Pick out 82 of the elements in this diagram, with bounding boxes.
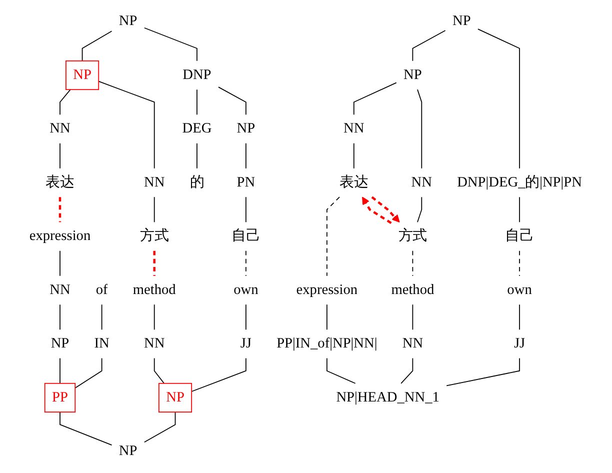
- connector: [246, 250, 247, 276]
- node-text: DNP|DEG_的|NP|PN: [457, 174, 582, 190]
- node-text: 方式: [140, 228, 170, 244]
- node-text: PP|IN_of|NP|NN|: [276, 336, 378, 352]
- connector: [326, 196, 340, 276]
- node-text: own: [234, 282, 259, 298]
- connector: [191, 358, 247, 392]
- node-text: PN: [237, 174, 256, 190]
- node-text: 表达: [340, 174, 369, 190]
- connector: [519, 196, 520, 223]
- node-text: own: [508, 282, 532, 298]
- connector: [478, 28, 520, 169]
- connector: [144, 412, 176, 443]
- node-text: NN: [50, 282, 71, 298]
- node-text: DEG: [182, 120, 212, 136]
- node-text: 自己: [506, 228, 534, 244]
- connector: [412, 30, 446, 62]
- arrow: [362, 196, 392, 224]
- connector: [196, 89, 198, 116]
- connector: [60, 304, 61, 330]
- connector: [326, 304, 328, 330]
- connector: [75, 358, 103, 388]
- connector: [354, 142, 355, 169]
- connector: [519, 304, 520, 330]
- node-text: method: [133, 282, 176, 298]
- connector: [60, 89, 72, 116]
- connector: [417, 196, 422, 223]
- connector: [154, 304, 156, 330]
- node-text: JJ: [514, 336, 526, 352]
- node-box: PP: [44, 382, 76, 413]
- connector: [102, 304, 103, 330]
- node-text: of: [96, 282, 108, 298]
- node-text: 的: [190, 174, 204, 190]
- connector: [519, 250, 520, 276]
- node-text: method: [392, 282, 435, 298]
- connector: [246, 142, 247, 169]
- connector: [354, 82, 398, 116]
- node-text: NN: [412, 174, 432, 190]
- node-text: expression: [296, 282, 358, 298]
- node-box: NP: [158, 382, 192, 413]
- connector: [326, 358, 356, 384]
- node-text: NN: [50, 120, 71, 136]
- connector: [218, 86, 247, 116]
- node-text: NP|HEAD_NN_1: [336, 390, 440, 405]
- connector: [246, 196, 247, 223]
- node-text: expression: [30, 228, 91, 244]
- connector: [412, 250, 414, 276]
- node-text: IN: [94, 336, 110, 352]
- connector: [59, 197, 62, 222]
- connector: [417, 89, 422, 169]
- node-text: NN: [144, 336, 166, 352]
- connector: [412, 304, 414, 330]
- connector: [60, 412, 113, 446]
- connector: [196, 142, 198, 169]
- node-text: NP: [404, 67, 422, 82]
- node-text: NN: [402, 336, 424, 352]
- arrow: [372, 196, 400, 223]
- node-text: 自己: [232, 228, 261, 244]
- node-text: NN: [144, 174, 166, 190]
- node-text: NP: [119, 13, 138, 29]
- connector: [98, 80, 156, 169]
- node-text: NP: [237, 120, 256, 136]
- connector: [154, 250, 156, 276]
- node-text: JJ: [240, 336, 252, 352]
- node-text: 方式: [398, 228, 428, 244]
- connector: [60, 358, 61, 384]
- node-text: NP: [51, 336, 70, 352]
- connector: [154, 358, 165, 384]
- connector: [246, 304, 247, 330]
- connector: [60, 142, 61, 169]
- connector: [446, 358, 520, 386]
- node-text: DNP: [182, 67, 212, 82]
- connector: [144, 27, 198, 62]
- node-text: NN: [344, 120, 365, 136]
- node-text: NP: [119, 443, 138, 459]
- connector: [60, 250, 61, 276]
- node-text: NP: [452, 13, 472, 29]
- connector: [154, 196, 156, 223]
- node-box: NP: [66, 60, 100, 90]
- connector: [82, 30, 113, 62]
- connector: [400, 358, 414, 384]
- node-text: 表达: [46, 174, 75, 190]
